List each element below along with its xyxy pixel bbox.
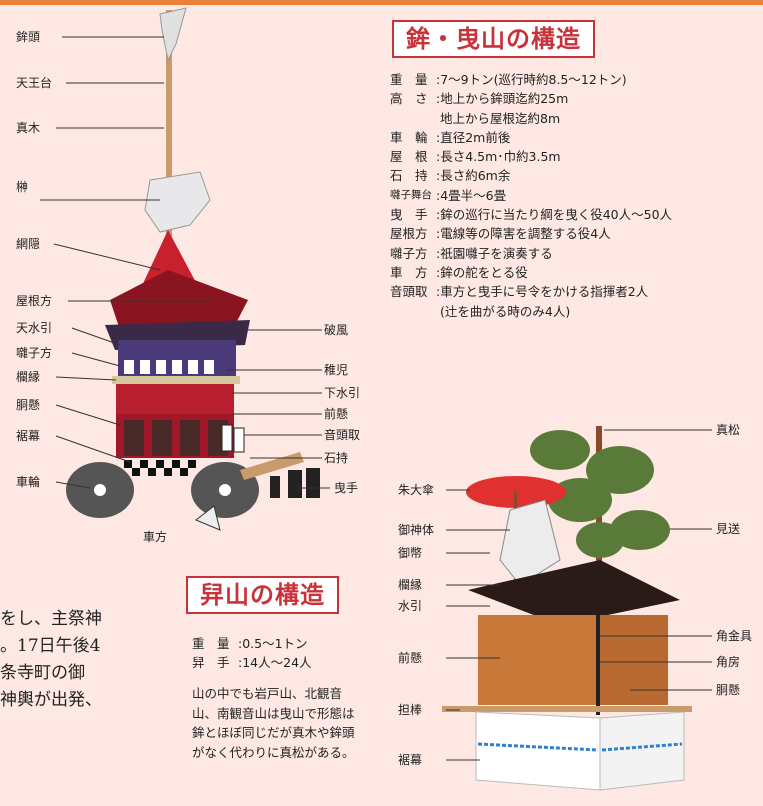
spec-row: 重 量:0.5～1トン <box>192 636 308 651</box>
spec-row: 地上から屋根迄約8m <box>440 110 561 126</box>
label-chigo: 稚児 <box>324 363 349 377</box>
label-hayashikata: 囃子方 <box>16 346 53 360</box>
spec-row: 曳 手:鉾の巡行に当たり綱を曳く役40人～50人 <box>390 207 673 223</box>
spec-row: 車 方:鉾の舵をとる役 <box>390 264 528 280</box>
label-miokuri: 見送 <box>716 522 741 536</box>
label-sharin: 車輪 <box>16 475 41 489</box>
label-shinmatsu: 真松 <box>716 423 741 437</box>
label-mizuhiki: 水引 <box>398 599 423 613</box>
label-ishimochi: 石持 <box>324 451 349 465</box>
spec-row: 屋根方:電線等の障害を調整する役4人 <box>390 226 611 242</box>
body-text: をし、主祭神 。17日午後4 条寺町の御 神輿が出発、 <box>0 609 102 710</box>
label-maekake: 前懸 <box>324 407 349 421</box>
spec-row: 石 持:長さ約6m余 <box>390 168 511 184</box>
label-susomaku: 裾幕 <box>16 429 41 443</box>
spec-row: 囃子方:祇園囃子を演奏する <box>390 245 553 261</box>
label-ondotori: 音頭取 <box>324 428 361 442</box>
hoko-specs: 重 量:7～9トン(巡行時約8.5～12トン) 高 さ:地上から鉾頭迄約25m … <box>390 70 672 321</box>
label-hikite: 曳手 <box>334 481 359 495</box>
spec-row: 車 輪:直径2m前後 <box>390 129 511 145</box>
yama-title: 舁山の構造 <box>186 576 339 614</box>
label-gohei: 御幣 <box>398 546 423 560</box>
label-goshintai: 御神体 <box>398 523 435 537</box>
label-kadokanagu: 角金具 <box>716 629 753 643</box>
label-tenmizuhiki: 天水引 <box>16 321 53 335</box>
spec-row: 音頭取:車方と曳手に号令をかける指揮者2人 <box>390 284 649 300</box>
hoko-title: 鉾・曳山の構造 <box>392 20 595 58</box>
label-yama-ranbuchi: 欄縁 <box>398 578 423 592</box>
label-kakibou: 担棒 <box>398 703 423 717</box>
label-shitamizuhiki: 下水引 <box>324 386 361 400</box>
label-kadofusa: 角房 <box>716 655 741 669</box>
spec-row: 舁 手:14人～24人 <box>192 655 312 671</box>
label-kurumakata: 車方 <box>143 530 168 544</box>
spec-row: 屋 根:長さ4.5m･巾約3.5m <box>390 149 561 165</box>
label-shuoogasa: 朱大傘 <box>398 483 435 497</box>
label-tennodai: 天王台 <box>16 76 53 90</box>
label-dougake: 胴懸 <box>16 398 41 412</box>
label-amigakushi: 網隠 <box>16 237 41 251</box>
top-band <box>0 0 763 5</box>
label-sakaki: 榊 <box>16 180 29 194</box>
spec-row: (辻を曲がる時のみ4人) <box>440 303 571 319</box>
label-yama-dougake: 胴懸 <box>716 683 741 697</box>
spec-row: 囃子舞台:4畳半～6畳 <box>390 187 507 203</box>
label-yama-maekake: 前懸 <box>398 651 423 665</box>
label-yanekata: 屋根方 <box>16 294 53 308</box>
yama-note: 山の中でも岩戸山、北観音山、南観音山は曳山で形態は鉾とほぼ同じだが真木や鉾頭がな… <box>192 686 355 760</box>
label-hafu: 破風 <box>324 323 349 337</box>
spec-row: 重 量:7～9トン(巡行時約8.5～12トン) <box>390 72 627 87</box>
label-ranbuchi: 欄縁 <box>16 370 41 384</box>
spec-row: 高 さ:地上から鉾頭迄約25m <box>390 91 569 107</box>
label-yama-susomaku: 裾幕 <box>398 753 423 767</box>
label-shingi: 真木 <box>16 121 41 135</box>
label-hokogashira: 鉾頭 <box>16 30 41 44</box>
yama-specs: 重 量:0.5～1トン 舁 手:14人～24人 <box>192 634 312 673</box>
